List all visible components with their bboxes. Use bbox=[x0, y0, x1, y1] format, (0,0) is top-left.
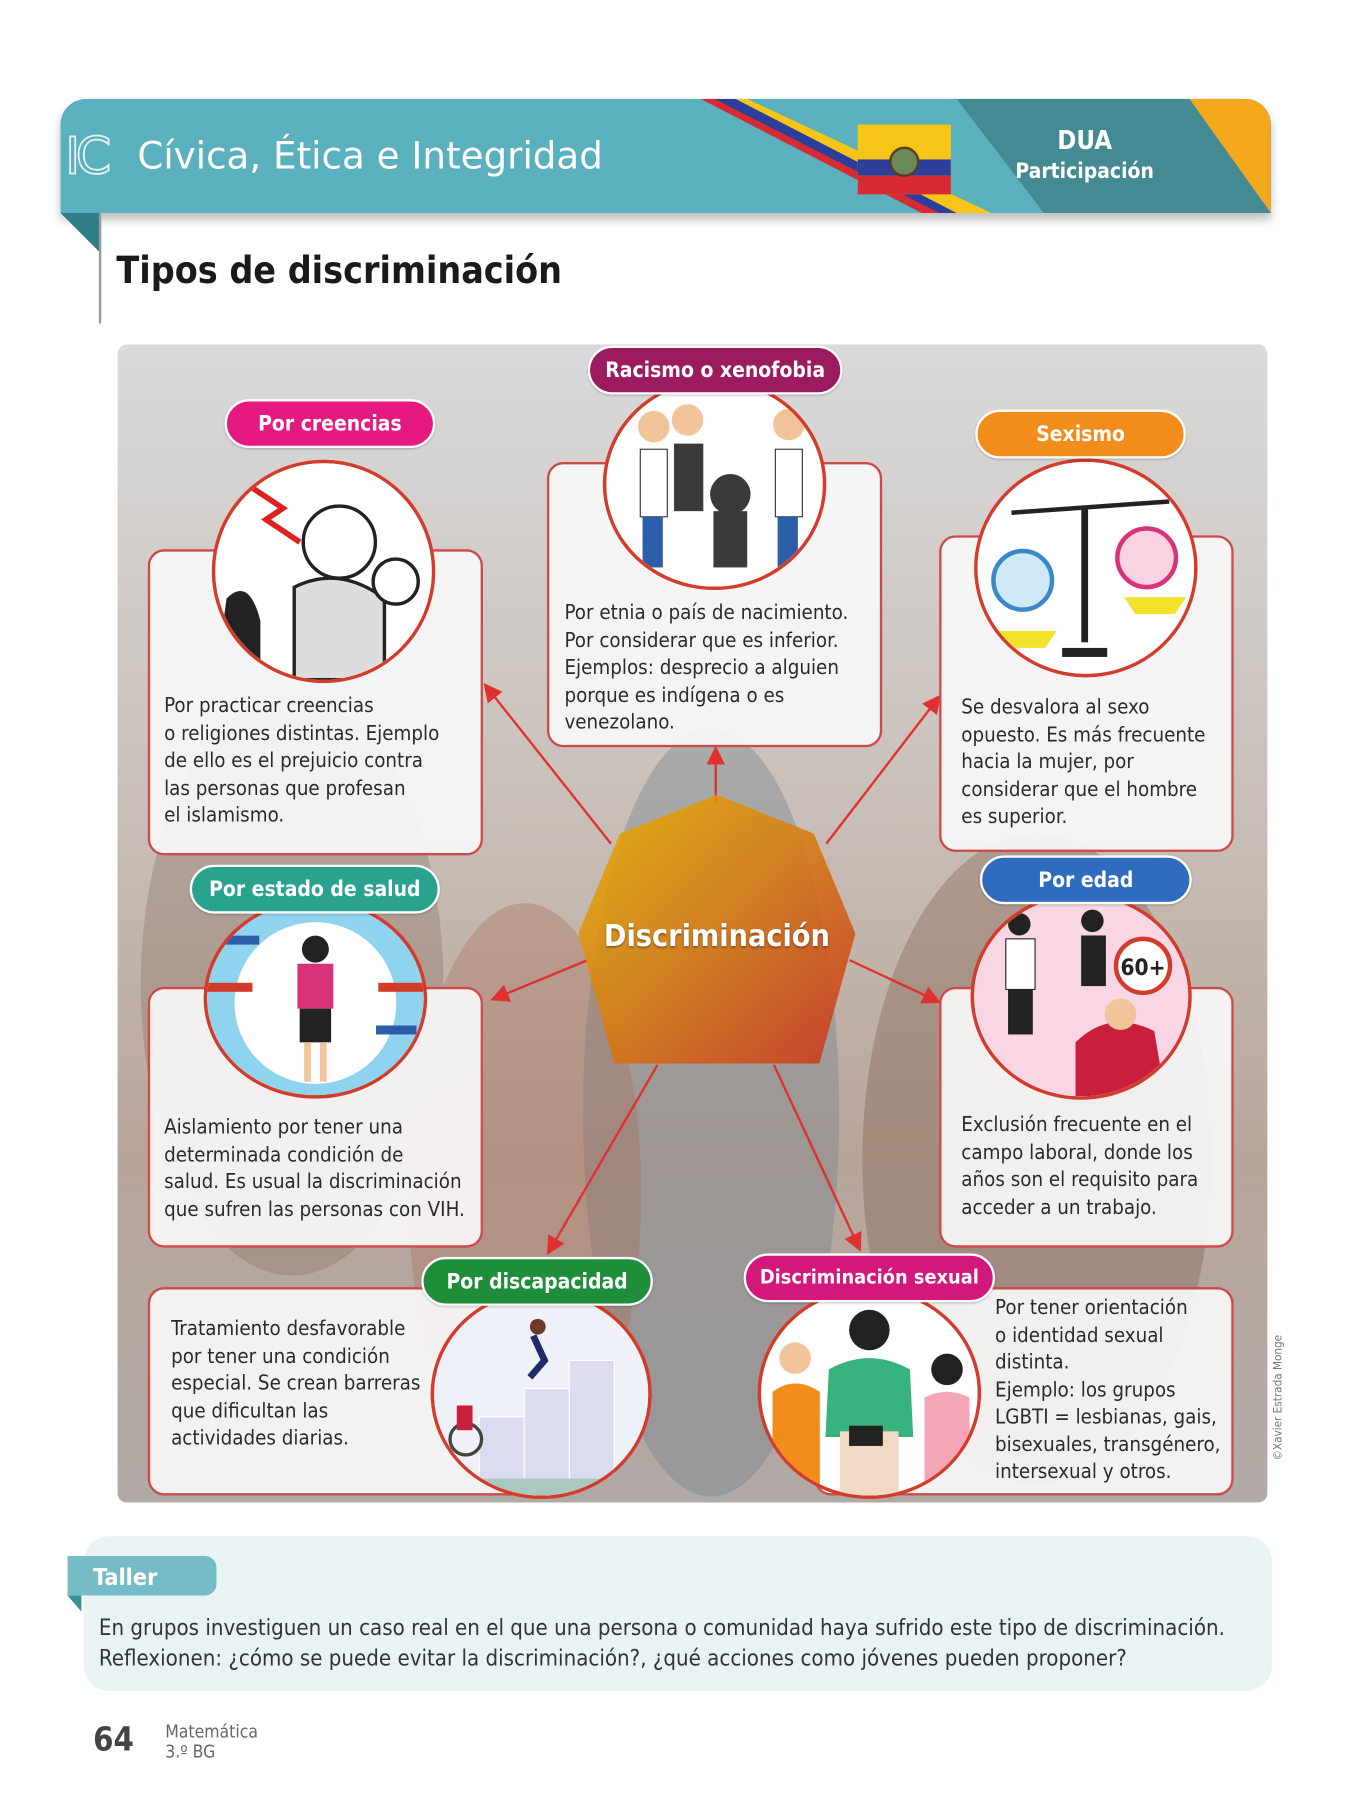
taller-box bbox=[83, 1536, 1273, 1691]
footer-subject: Matemática 3.º BG bbox=[165, 1722, 258, 1762]
image-credit: ©Xavier Estrada Monge bbox=[1272, 1334, 1285, 1461]
taller-text-line-2: Reflexionen: ¿cómo se puede evitar la di… bbox=[98, 1645, 1127, 1672]
beliefs-illustration bbox=[211, 459, 436, 684]
health-illustration bbox=[203, 898, 428, 1099]
sexual-orientation-illustration bbox=[757, 1287, 982, 1499]
text-line: Aislamiento por tener una bbox=[164, 1116, 403, 1140]
description-salud: Aislamiento por tener una determinada con… bbox=[164, 1115, 465, 1224]
label-racismo: Racismo o xenofobia bbox=[587, 345, 843, 395]
sexism-illustration bbox=[974, 458, 1198, 678]
text-line: es superior. bbox=[961, 805, 1068, 829]
text-line: Por tener orientación bbox=[995, 1296, 1188, 1320]
label-sexismo: Sexismo bbox=[975, 409, 1186, 459]
dua-badge: DUA bbox=[1057, 126, 1113, 156]
text-line: Por considerar que es inferior. bbox=[564, 629, 839, 653]
header-fold bbox=[60, 212, 102, 254]
description-edad: Exclusión frecuente en el campo laboral, … bbox=[961, 1113, 1198, 1222]
taller-label: Taller bbox=[67, 1555, 217, 1596]
subject-name: Matemática bbox=[165, 1721, 258, 1743]
text-line: las personas que profesan bbox=[164, 776, 406, 801]
text-line: especial. Se crean barreras bbox=[171, 1372, 421, 1396]
text-line: Tratamiento desfavorable bbox=[171, 1317, 406, 1341]
text-line: determinada condición de bbox=[164, 1143, 404, 1167]
label-edad: Por edad bbox=[979, 855, 1192, 905]
age-illustration: 60+ bbox=[970, 892, 1192, 1100]
text-line: de ello es el prejuicio contra bbox=[164, 749, 423, 773]
description-discapacidad: Tratamiento desfavorable por tener una co… bbox=[171, 1316, 420, 1453]
page-title: Tipos de discriminación bbox=[116, 247, 563, 293]
description-creencias: Por practicar creencias o religiones dist… bbox=[164, 694, 439, 831]
grade-level: 3.º BG bbox=[165, 1741, 216, 1762]
text-line: bisexuales, transgénero, bbox=[995, 1433, 1221, 1457]
label-creencias: Por creencias bbox=[224, 399, 436, 449]
text-line: que dificultan las bbox=[171, 1399, 329, 1423]
text-line: intersexual y otros. bbox=[995, 1460, 1172, 1484]
text-line: o religiones distintas. Ejemplo bbox=[164, 722, 440, 746]
taller-fold bbox=[67, 1595, 82, 1612]
disability-illustration bbox=[430, 1289, 652, 1499]
text-line: Ejemplo: los grupos bbox=[995, 1378, 1176, 1402]
taller-text-line-1: En grupos investiguen un caso real en el… bbox=[98, 1615, 1225, 1641]
text-line: actividades diarias. bbox=[171, 1426, 349, 1451]
text-line: LGBTI = lesbianas, gais, bbox=[995, 1405, 1217, 1430]
description-sexismo: Se desvalora al sexo opuesto. Es más frec… bbox=[961, 695, 1205, 832]
text-line: considerar que el hombre bbox=[961, 777, 1198, 802]
center-octagon bbox=[578, 794, 856, 1064]
subject-title: Cívica, Ética e Integridad bbox=[137, 133, 603, 179]
text-line: o identidad sexual bbox=[995, 1323, 1164, 1348]
label-sexual: Discriminación sexual bbox=[743, 1253, 996, 1303]
text-line: venezolano. bbox=[564, 711, 675, 735]
text-line: el islamismo. bbox=[164, 804, 285, 828]
label-salud: Por estado de salud bbox=[189, 864, 440, 914]
description-sexual: Por tener orientación o identidad sexual d… bbox=[995, 1295, 1220, 1486]
text-line: Por etnia o país de nacimiento. bbox=[564, 601, 849, 625]
racism-illustration bbox=[602, 378, 827, 591]
text-line: salud. Es usual la discriminación bbox=[164, 1170, 462, 1195]
section-header: IC Cívica, Ética e Integridad DUA Partic… bbox=[60, 98, 1271, 213]
dua-subtitle: Participación bbox=[1015, 159, 1154, 184]
text-line: por tener una condición bbox=[171, 1344, 390, 1369]
text-line: Ejemplos: desprecio a alguien bbox=[564, 656, 839, 680]
text-line: campo laboral, donde los bbox=[961, 1141, 1193, 1165]
text-line: años son el requisito para bbox=[961, 1168, 1199, 1192]
text-line: distinta. bbox=[995, 1351, 1070, 1375]
text-line: porque es indígena o es bbox=[564, 683, 785, 708]
text-line: que sufren las personas con VIH. bbox=[164, 1198, 465, 1222]
text-line: acceder a un trabajo. bbox=[961, 1195, 1157, 1220]
divider bbox=[98, 212, 101, 324]
center-label: Discriminación bbox=[603, 919, 830, 955]
page-number: 64 bbox=[93, 1720, 134, 1759]
text-line: hacia la mujer, por bbox=[961, 750, 1134, 774]
ecuador-flag-ribbon bbox=[700, 98, 992, 213]
text-line: Exclusión frecuente en el bbox=[961, 1113, 1193, 1138]
description-racismo: Por etnia o país de nacimiento. Por consi… bbox=[564, 601, 848, 738]
age-badge: 60+ bbox=[1120, 955, 1165, 981]
text-line: Se desvalora al sexo bbox=[961, 695, 1150, 720]
text-line: opuesto. Es más frecuente bbox=[961, 723, 1206, 747]
label-discapacidad: Por discapacidad bbox=[421, 1256, 653, 1306]
subject-logo: IC bbox=[64, 126, 112, 187]
text-line: Por practicar creencias bbox=[164, 694, 374, 719]
